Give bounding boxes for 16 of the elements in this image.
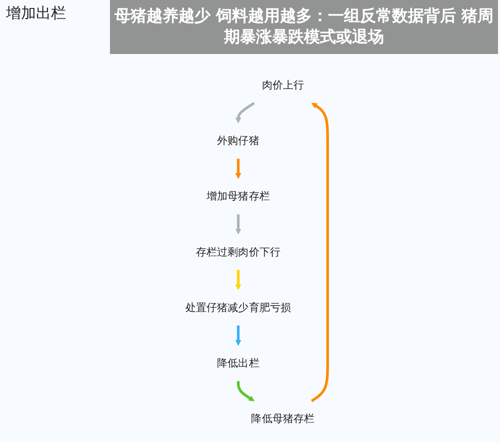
node-text: 存栏过剩肉价下行 [196,245,281,258]
arrow [236,381,254,402]
arrow [235,270,242,290]
node-text: 增加母猪存栏 [206,190,270,202]
arrow [235,325,242,346]
node-text: 肉价上行 [262,78,304,92]
node-text: 降低母猪存栏 [251,412,315,425]
arrow [235,214,242,234]
arrow [235,158,242,179]
arrow [310,102,329,402]
node-text: 处置仔猪减少育肥亏损 [185,300,292,314]
note-text: 增加出栏 [6,4,66,23]
arrow [235,102,255,124]
node-text: 外购仔猪 [217,134,260,147]
node-text: 降低出栏 [217,356,260,370]
headline-banner: 母猪越养越少 饲料越用越多：一组反常数据背后 猪周期暴涨暴跌模式或退场 [110,0,498,54]
